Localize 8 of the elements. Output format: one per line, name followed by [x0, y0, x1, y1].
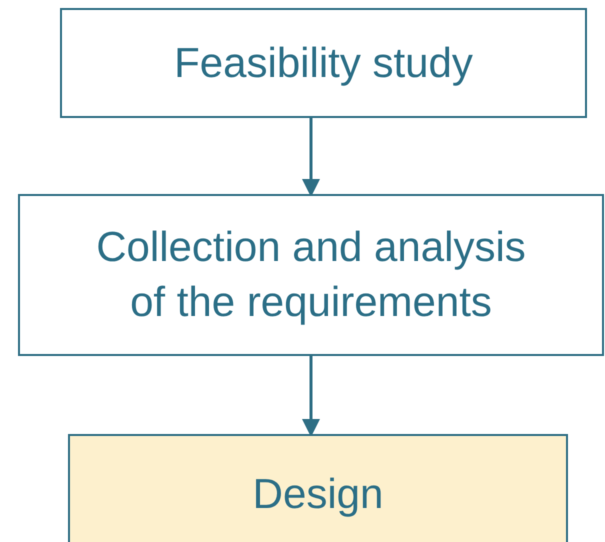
box-label: Feasibility study: [173, 38, 474, 88]
process-box: [18, 194, 604, 356]
process-box: [68, 434, 568, 542]
arrow: [302, 356, 320, 437]
process-box: [60, 8, 587, 118]
arrow: [302, 118, 320, 197]
box-label: Design: [252, 468, 384, 519]
box-label: Collection and analysis of the requirements: [95, 222, 527, 327]
